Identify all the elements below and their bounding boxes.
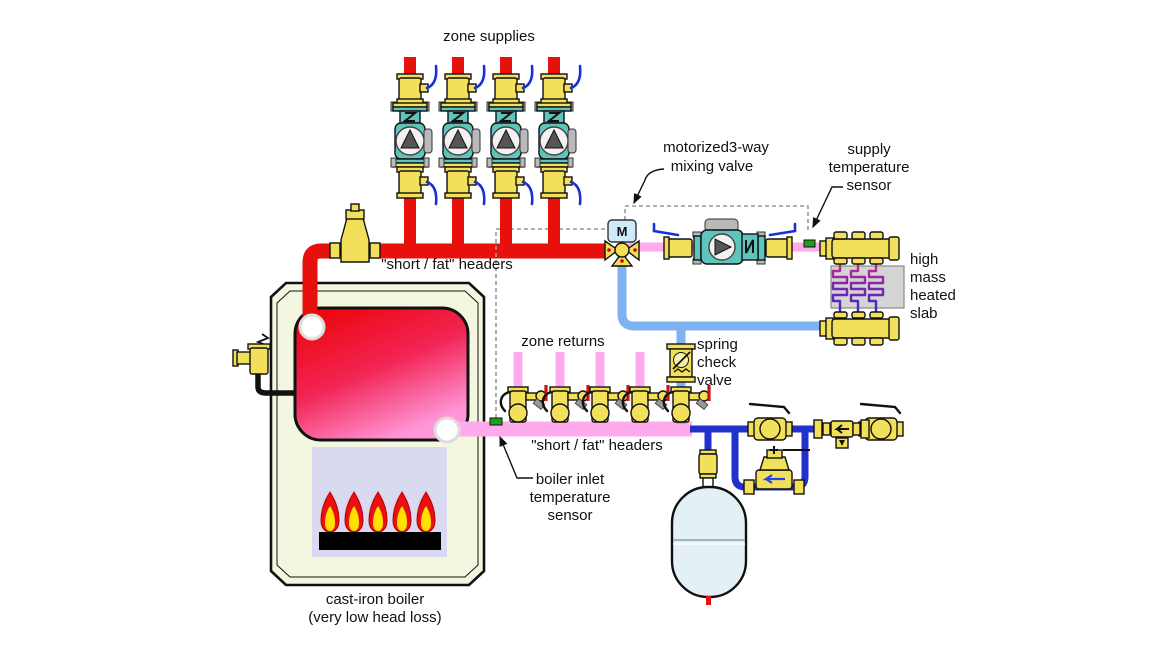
slab-return-pipe [617, 255, 822, 331]
cast-iron-boiler [269, 281, 486, 587]
inlet-sensor-control-wire [495, 228, 606, 418]
check-arrow-icon [834, 424, 849, 434]
heat-exchanger [293, 306, 470, 442]
slab-label-3: heated [910, 287, 956, 304]
purge-valve-1 [499, 383, 548, 424]
purge-valve-5 [662, 383, 711, 424]
spring-check-label-3: valve [697, 372, 732, 389]
air-separator [329, 203, 381, 263]
zone-returns-label: zone returns [521, 333, 604, 350]
zone-supplies-label: zone supplies [443, 28, 535, 45]
boiler-label-1: cast-iron boiler [326, 591, 424, 608]
boiler-inlet-temperature-sensor [489, 417, 503, 426]
mixing-valve-actuator [607, 219, 637, 243]
mixing-valve-label-1: motorized3-way [663, 139, 769, 156]
supply-headers-label: "short / fat" headers [381, 256, 513, 273]
return-headers-label: "short / fat" headers [531, 437, 663, 454]
distribution-circulator [652, 218, 797, 265]
mixing-valve-leader [633, 168, 665, 205]
zone-return-risers [513, 352, 645, 420]
air-vent-cap [350, 203, 360, 212]
high-mass-slab [830, 265, 905, 309]
boiler-supply-tapping [298, 313, 326, 341]
backflow-preventer [813, 419, 870, 449]
inlet-sensor-leader [499, 435, 533, 479]
supply-temperature-sensor [803, 239, 816, 248]
spring-check-label-1: spring [697, 336, 738, 353]
feed-water-fill-valve [743, 446, 810, 495]
supply-sensor-label-1: supply [847, 141, 891, 158]
zone-supply-circulator-4 [535, 57, 580, 250]
burner-flames [319, 491, 441, 550]
supply-manifold [819, 231, 900, 265]
burner-bar [319, 532, 441, 550]
mixing-valve-label-2: mixing valve [671, 158, 754, 175]
zone-supply-circulator-1 [391, 57, 436, 250]
motorized-mixing-valve: M [604, 219, 640, 267]
vent-port-icon [839, 440, 845, 446]
supply-sensor-label-3: sensor [846, 177, 891, 194]
boiler-supply-header-pipe [302, 243, 608, 330]
zone-supply-circulator-2 [439, 57, 484, 250]
supply-sensor-leader [812, 186, 843, 229]
boiler-label-2: (very low head loss) [308, 609, 441, 626]
plus-adjuster-icon [770, 446, 778, 454]
expansion-tank [670, 449, 748, 605]
actuator-m-label: M [617, 224, 628, 239]
inlet-sensor-label-1: boiler inlet [536, 471, 605, 488]
heated-slab-circuit [819, 231, 905, 346]
supply-sensor-label-2: temperature [829, 159, 910, 176]
slab-label-1: high [910, 251, 938, 268]
main-shutoff-ball-valve [746, 402, 794, 442]
tank-drain-stub [706, 596, 711, 605]
inlet-sensor-label-2: temperature [530, 489, 611, 506]
zone-supply-circulator-3 [487, 57, 532, 250]
slab-label-4: slab [910, 305, 938, 322]
inlet-sensor-label-3: sensor [547, 507, 592, 524]
purge-valve-3 [581, 383, 630, 424]
flow-arrow-icon [762, 474, 785, 484]
spring-check-valve [666, 343, 696, 383]
slab-tubing-coils [831, 264, 885, 312]
purge-valve-2 [541, 383, 590, 424]
spring-check-label-2: check [697, 354, 737, 371]
supply-sensor-control-wire [624, 205, 809, 232]
purge-valve-4 [621, 383, 670, 424]
slab-label-2: mass [910, 269, 946, 286]
return-manifold [819, 311, 900, 346]
boiler-return-tapping [433, 416, 461, 444]
pressure-relief-valve [232, 333, 294, 396]
